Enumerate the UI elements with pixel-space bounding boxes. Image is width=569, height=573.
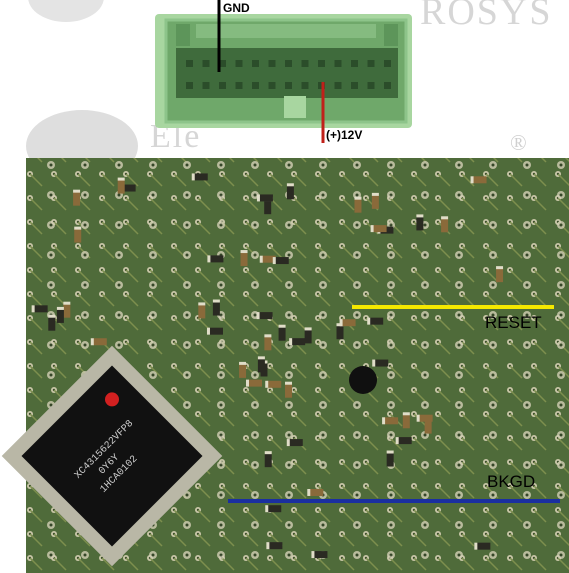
connector-pin [384, 60, 391, 67]
smd-component [372, 359, 389, 367]
smd-component [90, 338, 107, 346]
connector-pin [219, 82, 226, 89]
connector-pin [186, 82, 193, 89]
smd-component [289, 338, 306, 346]
gnd-label: GND [223, 1, 250, 15]
connector-pin [252, 60, 259, 67]
smd-component [256, 312, 273, 320]
smd-component [74, 226, 82, 243]
smd-component [402, 412, 410, 429]
mcu-chip: XC4315622VFP8 0Y6Y 1HCA0102 [1, 345, 223, 567]
connector-pin [318, 60, 325, 67]
smd-component [240, 250, 248, 267]
smd-component [206, 327, 223, 335]
connector-bottom-latch [284, 96, 306, 118]
connector-pin [202, 60, 210, 67]
smd-component [257, 356, 265, 373]
connector-left-key [176, 24, 190, 46]
connector-pin [219, 60, 226, 67]
smd-component [264, 334, 272, 351]
smd-component [239, 361, 247, 378]
smd-component [207, 255, 224, 263]
smd-component [266, 542, 283, 550]
smd-component [117, 177, 125, 194]
connector-pin [285, 60, 292, 67]
smd-component [474, 542, 491, 550]
smd-component [441, 216, 449, 233]
power-label: (+)12V [326, 128, 363, 142]
connector-pin [235, 82, 243, 89]
connector-pin [268, 60, 276, 67]
smd-component [416, 414, 433, 422]
smd-component [212, 299, 220, 316]
smd-component [272, 257, 289, 265]
connector-pin [301, 60, 309, 67]
connector-top-slot [196, 24, 376, 38]
connector-pin [351, 82, 358, 89]
watermark-text-top: ROSYS [420, 0, 553, 33]
pcb-components [31, 173, 504, 559]
connector-pin [301, 82, 309, 89]
connector-pin [235, 60, 243, 67]
smd-component [264, 451, 272, 468]
smd-component [307, 488, 324, 496]
smd-component [386, 450, 394, 467]
connector-right-key [384, 24, 398, 46]
smd-component [416, 214, 424, 231]
smd-component [48, 314, 56, 331]
connector-pin [268, 82, 276, 89]
reset-label: RESET [485, 313, 542, 332]
smd-component [265, 380, 282, 388]
smd-component [198, 302, 206, 319]
smd-component [354, 196, 362, 213]
smd-component [285, 381, 293, 398]
smd-component [56, 306, 64, 323]
bkgd-label: BKGD [487, 472, 536, 491]
smd-component [339, 319, 356, 327]
connector-pin [285, 82, 292, 89]
smd-component [496, 266, 504, 283]
smd-component [367, 317, 384, 325]
smd-component [470, 176, 487, 184]
watermark-registered-mark: ® [510, 130, 529, 155]
connector-pin [186, 60, 193, 67]
connector-pin [334, 60, 342, 67]
smd-component [395, 437, 412, 445]
smd-component [370, 225, 387, 233]
smd-component [31, 305, 48, 313]
smd-component [371, 192, 379, 209]
smd-component [382, 417, 399, 425]
connector-pin [252, 82, 259, 89]
smd-component [73, 189, 81, 206]
smd-component [278, 324, 286, 341]
smd-component [304, 327, 312, 344]
smd-component [311, 551, 328, 559]
connector-pin-grid [186, 60, 391, 89]
smd-component [286, 183, 294, 200]
connector-pin [202, 82, 210, 89]
connector-pin [367, 60, 375, 67]
smd-component [63, 301, 71, 318]
smd-component [256, 194, 273, 202]
connector-cavity [176, 48, 398, 98]
connector-pin [367, 82, 375, 89]
watermark-logo-top [28, 0, 104, 22]
connector-pin [384, 82, 391, 89]
crystal-component [349, 366, 377, 394]
smd-component [286, 439, 303, 447]
connector-pin [351, 60, 358, 67]
connector-pin [334, 82, 342, 89]
smd-component [246, 379, 263, 387]
smd-component [265, 505, 282, 513]
smd-component [191, 173, 208, 181]
smd-component [259, 255, 276, 263]
